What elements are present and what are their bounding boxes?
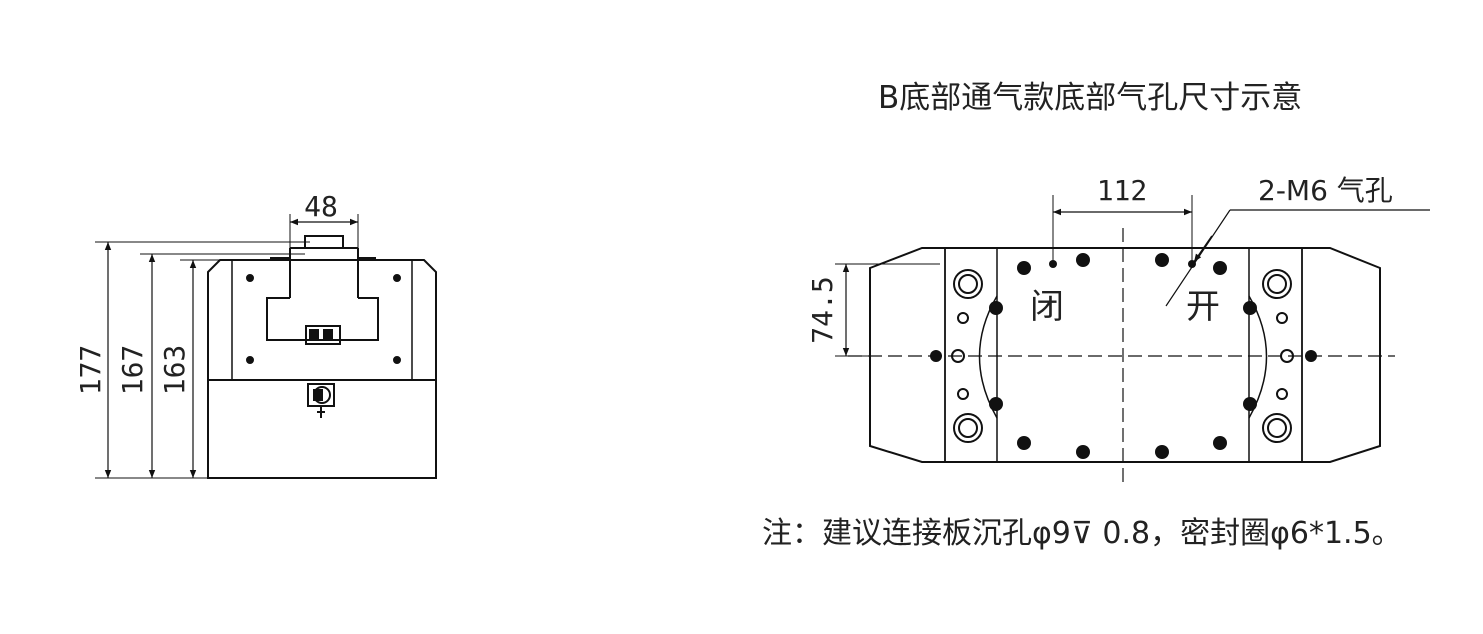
diagram-title: B底部通气款底部气孔尺寸示意 [878,80,1303,116]
bottom-outline [869,247,1381,463]
counterbore-hole [1262,413,1292,443]
dim-label-74-5: 74.5 [806,276,839,343]
counterbore-hole [953,269,983,299]
bottom-view [835,195,1430,484]
dim-label-177: 177 [74,345,107,396]
screw-icon [393,274,401,282]
label-open: 开 [1186,287,1220,327]
side-upper-body [207,259,437,381]
dim-label-163: 163 [158,345,191,396]
side-lower-body [207,379,437,479]
counterbore-hole [1262,269,1292,299]
side-top-cap [304,235,344,249]
side-connector [305,325,341,345]
air-port-close [1049,260,1057,268]
screw-icon [246,356,254,364]
dim-label-48: 48 [304,190,338,223]
footnote: 注：建议连接板沉孔φ9⊽ 0.8，密封圈φ6*1.5。 [762,516,1402,551]
screw-icon [246,274,254,282]
port-callout-label: 2-M6 气孔 [1258,174,1393,207]
screw-icon [393,356,401,364]
side-view [95,214,437,479]
counterbore-hole [953,413,983,443]
label-close: 闭 [1030,287,1064,327]
dim-label-112: 112 [1097,174,1148,207]
side-pocket [266,297,379,341]
dim-label-167: 167 [116,345,149,396]
